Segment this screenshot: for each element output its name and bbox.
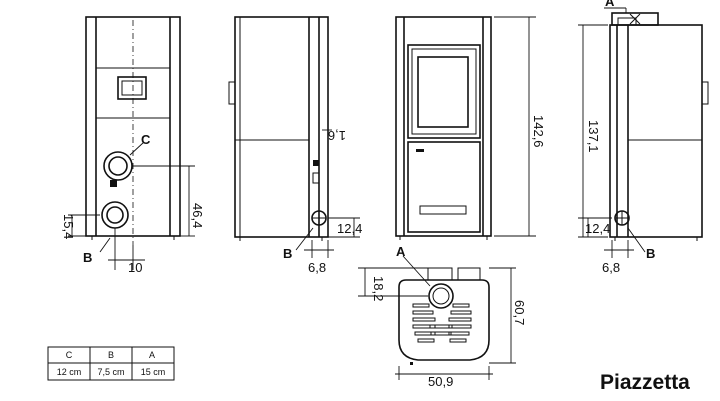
view-rear: A 137,1 12,4 6,8 B	[578, 0, 709, 275]
pipe-b-circle	[101, 201, 129, 229]
dim-rear-height: 137,1	[586, 120, 601, 153]
dim-rear-pipe-height: 12,4	[585, 221, 610, 236]
dim-plan-width: 50,9	[428, 374, 453, 389]
dim-front-offset: 10	[128, 260, 142, 275]
label-a-plan: A	[396, 244, 406, 259]
dim-side-top: 1,6	[328, 128, 346, 143]
dim-plan-pipe-offset: 18,2	[371, 276, 386, 301]
view-plan: A 18,2 60,7 50,9	[358, 244, 527, 389]
label-b-side: B	[283, 246, 292, 261]
table-value-b: 7,5 cm	[97, 367, 124, 377]
label-b-rear: B	[646, 246, 655, 261]
view-side: 1,6 12,4 6,8 B	[228, 16, 362, 275]
table-header-a: A	[149, 350, 155, 360]
dim-rear-depth: 6,8	[602, 260, 620, 275]
pipe-c-circle	[103, 151, 133, 181]
table-value-a: 15 cm	[141, 367, 166, 377]
dim-front-lower-height: 46,4	[190, 203, 205, 228]
table-value-c: 12 cm	[57, 367, 82, 377]
brand-logo: Piazzetta	[600, 371, 690, 394]
label-b-front: B	[83, 250, 92, 265]
dim-front-pipe-height: 15,4	[61, 214, 76, 239]
dim-side-height: 12,4	[337, 221, 362, 236]
dim-plan-depth: 60,7	[512, 300, 527, 325]
dim-side-depth: 6,8	[308, 260, 326, 275]
table-header-c: C	[66, 350, 73, 360]
plan-pipe-a	[428, 283, 454, 309]
view-front-door: 142,6	[395, 16, 546, 240]
dim-front-total-height: 142,6	[531, 115, 546, 148]
plan-vent-slots	[412, 303, 472, 343]
label-c: C	[141, 132, 151, 147]
label-a-top: A	[605, 0, 615, 9]
view-front-connections: C B 46,4 15,4 10	[61, 16, 205, 275]
table-header-b: B	[108, 350, 114, 360]
pipe-size-table: A B C 15 cm 7,5 cm 12 cm	[47, 346, 175, 381]
